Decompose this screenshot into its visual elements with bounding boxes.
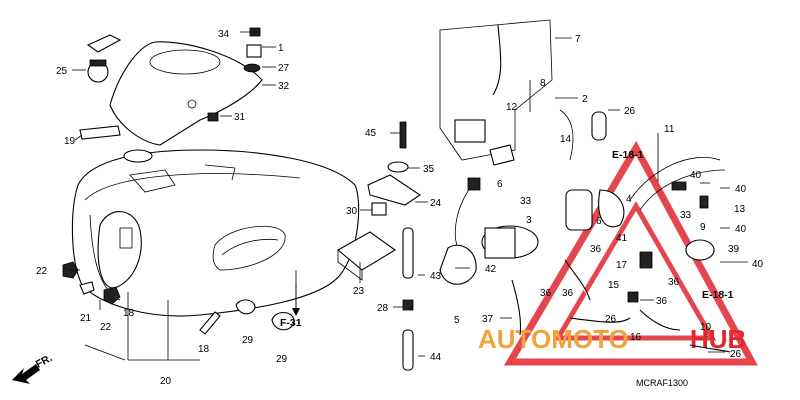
part-number: 6 — [497, 179, 503, 190]
part-number: 33 — [520, 196, 532, 207]
part-number: 24 — [430, 198, 442, 209]
module-23 — [337, 231, 396, 281]
part-number: 1 — [278, 43, 284, 54]
part-number: 21 — [80, 313, 92, 324]
part-number: 30 — [346, 206, 358, 217]
part-number: 28 — [377, 303, 389, 314]
part-number: 26 — [730, 349, 742, 360]
part-number: 43 — [430, 271, 442, 282]
part-number: 39 — [728, 244, 740, 255]
part-number: 10 — [700, 322, 712, 333]
fuel-valve-7 — [439, 19, 553, 166]
diagram-code: MCRAF1300 — [636, 378, 688, 388]
fuel-pump-3 — [439, 177, 539, 285]
part-number: 37 — [482, 314, 494, 325]
section-ref-label: F-31 — [280, 317, 302, 329]
part-number: 40 — [752, 259, 764, 270]
part-number: 33 — [680, 210, 692, 221]
part-number: 11 — [664, 124, 675, 135]
part-number: 8 — [540, 78, 546, 89]
watermark-brand-right: HUB — [690, 324, 746, 354]
part-number: 15 — [608, 280, 620, 291]
section-ref-label: E-18-1 — [612, 149, 644, 161]
part-number: 36 — [668, 277, 680, 288]
part-number: 27 — [278, 63, 290, 74]
part-number: 36 — [562, 288, 574, 299]
part-number: 17 — [616, 260, 628, 271]
section-ref-f31: F-31 — [280, 283, 302, 329]
part-number: 29 — [276, 354, 288, 365]
part-number: 42 — [485, 264, 497, 275]
ignition-key-25 — [86, 34, 122, 83]
part-number: 44 — [430, 352, 442, 363]
part-labels: 34 1 27 32 31 25 19 45 35 24 30 33 3 23 … — [36, 29, 764, 387]
part-number: 25 — [56, 66, 68, 77]
part-number: 40 — [690, 170, 702, 181]
section-ref-label: E-18-1 — [702, 289, 734, 301]
part-number: 13 — [734, 204, 746, 215]
part-number: 35 — [423, 164, 435, 175]
part-number: 22 — [100, 322, 112, 333]
part-number: 31 — [234, 112, 246, 123]
fasteners-bottom-left — [62, 261, 295, 335]
part-number: 40 — [735, 224, 747, 235]
fuel-lines — [511, 109, 731, 353]
part-number: 18 — [123, 308, 135, 319]
part-number: 7 — [575, 34, 581, 45]
watermark-brand-left: AUTOMOTO — [478, 324, 629, 354]
part-number: 3 — [526, 215, 532, 226]
part-number: 12 — [506, 102, 518, 113]
part-number: 20 — [160, 376, 172, 387]
part-number: 18 — [198, 344, 210, 355]
part-number: 19 — [64, 136, 76, 147]
bracket-24 — [367, 121, 421, 216]
part-number: 40 — [735, 184, 747, 195]
front-direction-marker: FR. — [12, 352, 54, 384]
part-number: 26 — [605, 314, 617, 325]
part-number: 14 — [560, 134, 572, 145]
part-number: 16 — [630, 332, 642, 343]
part-number: 34 — [218, 29, 230, 40]
front-marker-label: FR. — [34, 352, 55, 371]
part-number: 26 — [624, 106, 636, 117]
part-number: 29 — [242, 335, 254, 346]
part-number: 36 — [656, 296, 668, 307]
part-number: 36 — [590, 244, 602, 255]
part-number: 45 — [365, 128, 377, 139]
part-number: 2 — [582, 94, 588, 105]
part-number: 5 — [454, 315, 460, 326]
part-number: 36 — [540, 288, 552, 299]
part-number: 4 — [626, 194, 632, 205]
tank-console-32 — [109, 41, 263, 146]
part-number: 9 — [700, 222, 706, 233]
part-number: 32 — [278, 81, 290, 92]
part-number: 22 — [36, 266, 48, 277]
hoses-43-44 — [402, 227, 414, 371]
part-number: 23 — [353, 286, 365, 297]
part-number: 6 — [596, 216, 602, 227]
part-number: 41 — [616, 233, 628, 244]
